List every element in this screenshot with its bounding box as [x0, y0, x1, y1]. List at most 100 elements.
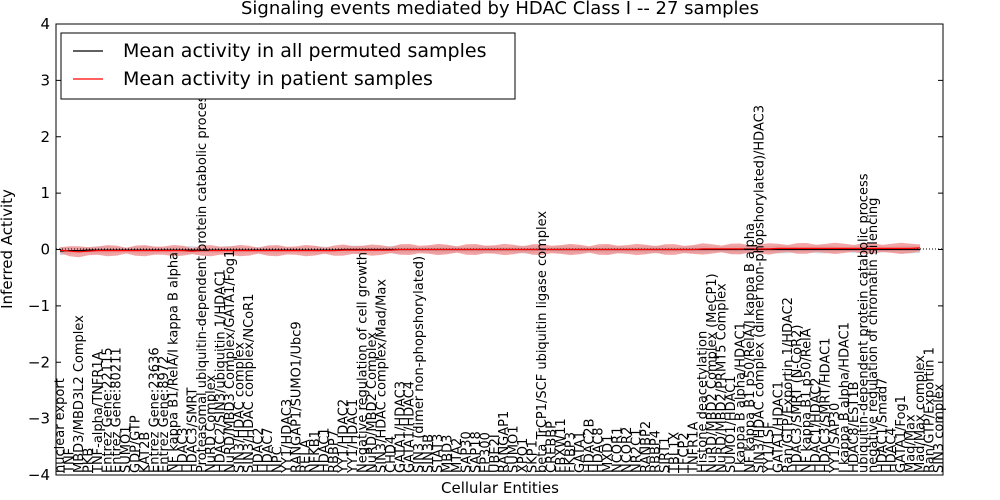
x-category-label: beta TrCP1/SCF ubiquitin ligase complex — [535, 211, 550, 473]
x-category-label: NuRD/MBD3 Complex/GATA1/Fog1 — [223, 250, 238, 473]
x-axis-label: Cellular Entities — [441, 479, 559, 497]
x-category-label: NR2C1 — [630, 429, 645, 473]
x-category-label: SAP18 — [469, 431, 484, 473]
x-category-label: Histone deacetylation — [696, 331, 711, 473]
x-category-label: NCOR2 — [620, 427, 635, 473]
x-category-label: Ran/GTP/Exportin 1/HDAC2 — [781, 297, 796, 473]
x-category-label: GATA1/Fog1 — [894, 395, 909, 473]
x-category-label: NF kappa B1/RelA/I kappa B alpha — [166, 252, 181, 473]
x-category-label: Entrez Gene:23636 — [148, 347, 163, 473]
x-category-label: TBL1X — [667, 432, 682, 474]
x-category-label: RBBP7 — [327, 430, 342, 473]
x-category-label: HDAC4 — [885, 427, 900, 473]
x-category-label: CHD4 — [384, 436, 399, 473]
x-category-label: MTA2 — [450, 438, 465, 473]
x-category-label: HDAC8/EST1B — [847, 381, 862, 473]
x-category-label: HDAC2B — [582, 419, 597, 474]
x-category-label: MXD1 — [601, 435, 616, 473]
x-category-label: NCOR1 — [611, 427, 626, 473]
x-category-label: Entrez Gene:8972 — [157, 356, 172, 473]
x-category-label: KAT2B — [138, 432, 153, 473]
legend-box — [60, 32, 516, 100]
x-category-label: HDAC3/SMRT/HDAC1 — [819, 338, 834, 473]
x-category-label: FKBP3 — [563, 432, 578, 473]
x-category-label: PKB — [81, 448, 96, 473]
x-category-label: NuRD Complex — [204, 375, 219, 473]
x-category-label: GATA1/HDAC4 — [403, 381, 418, 473]
x-category-label: SIN3 (dimer non-phopshorylated) — [412, 256, 427, 473]
x-category-label: NFKB1 — [308, 430, 323, 473]
x-category-label: NPC — [270, 446, 285, 473]
x-category-label: Entrez Gene:22115 — [100, 347, 115, 473]
x-category-label: XPO1 — [516, 438, 531, 473]
y-tick-label: 4 — [40, 15, 50, 33]
x-category-label: TNFR1A — [686, 422, 701, 474]
y-axis-label: Inferred Activity — [0, 189, 16, 309]
x-category-label: TNF-alpha/TNFR1A — [91, 351, 106, 474]
x-category-label: RANBP2 — [639, 421, 654, 473]
x-category-label: SIN3/HDAC complex/Mad/Max — [374, 279, 389, 473]
x-category-label: SIRT1 — [658, 437, 673, 473]
x-category-label: Ran/GTP/Exportin 1 — [923, 347, 938, 473]
x-category-label: RBBP4 — [649, 430, 664, 473]
x-category-label: YY1/HDAC3 — [280, 399, 295, 474]
x-category-label: NF kappa B1 p50/RelA — [800, 328, 815, 473]
y-tick-label: −3 — [28, 410, 50, 428]
x-category-label: GDP/GTP — [129, 415, 144, 473]
x-category-label: SAP30 — [459, 431, 474, 473]
x-category-label: EP300 — [478, 432, 493, 473]
x-category-label: nuclear export — [53, 378, 68, 473]
x-category-label: Negative regulation of cell growth — [356, 252, 371, 473]
x-category-label: NuRD/MBD2/PRMT5 Complex — [715, 283, 730, 473]
x-category-label: GATA1/HDAC3 — [393, 381, 408, 473]
x-category-label: HDAC3/SMRT (N-CoR2) — [790, 325, 805, 473]
legend-label-permuted: Mean activity in all permuted samples — [123, 40, 486, 62]
x-category-label: SIN3/HDAC complex — [233, 342, 248, 473]
x-category-label: HDAC8 — [592, 427, 607, 473]
x-category-label: NuRD/MBD2 Complex — [365, 332, 380, 473]
x-category-label: Mad/Max — [904, 414, 919, 473]
x-category-label: YY1/HDAC2 — [337, 399, 352, 474]
x-category-label: HDAC2/SIN3/ubiquitin 1/HDAC1 — [214, 269, 229, 473]
x-category-label: I kappa B alpha/HDAC1 — [734, 322, 749, 473]
x-category-label: HDAC1/HDAC2 — [809, 377, 824, 473]
x-category-label: NF kappa B1 p50/RelA/I kappa B alpha — [743, 223, 758, 473]
x-category-label: SUMO1 — [507, 426, 522, 474]
x-category-label: SKP1 — [526, 440, 541, 473]
x-category-label: SUMO1/HDAC1 — [724, 376, 739, 473]
x-category-label: SIN3/HDAC complex/NCoR1 — [242, 294, 257, 473]
x-category-label: YY1/SAP30 — [828, 403, 843, 474]
y-tick-label: −1 — [28, 297, 50, 315]
x-category-label: HDAC3/SMRT — [185, 387, 200, 473]
x-category-label: GATA1/HDAC1 — [771, 381, 786, 473]
x-category-label: SIN3B — [422, 434, 437, 473]
x-category-label: RANGAP1/SUMO1/Ubc9 — [289, 321, 304, 473]
x-category-label: FBXW11 — [554, 418, 569, 473]
x-category-label: SUMO1 — [119, 426, 134, 474]
x-category-label: STAT3 — [431, 434, 446, 473]
x-category-label: RELA — [299, 439, 314, 473]
x-category-label: MBD3/MBD3L2 Complex — [72, 315, 87, 473]
y-tick-label: 3 — [40, 71, 50, 89]
x-category-label: SIN3 complex — [932, 383, 947, 473]
x-category-label: HDAC3 — [176, 427, 191, 473]
x-category-label: MBD3 — [441, 435, 456, 473]
x-category-label: HDAC7 — [261, 427, 276, 473]
legend-label-patient: Mean activity in patient samples — [123, 68, 433, 90]
legend: Mean activity in all permuted samples Me… — [60, 32, 516, 100]
x-category-label: ubiquitin-dependent protein catabolic pr… — [856, 173, 871, 473]
x-category-label: GATA1 — [573, 431, 588, 473]
x-category-label: negative regulation of chromatin silenci… — [866, 198, 881, 473]
y-tick-label: −4 — [28, 466, 50, 484]
y-tick-label: 2 — [40, 128, 50, 146]
x-category-label: NuRD/MBD2 Complex (MeCP1) — [705, 273, 720, 473]
x-category-label: Entrez Gene:80211 — [110, 347, 125, 473]
y-tick-label: 1 — [40, 184, 50, 202]
series-line-patient — [59, 247, 921, 253]
y-tick-label: −2 — [28, 353, 50, 371]
y-tick-label: 0 — [40, 241, 50, 259]
chart-title: Signaling events mediated by HDAC Class … — [241, 0, 759, 19]
x-category-label: TNF — [63, 448, 78, 474]
